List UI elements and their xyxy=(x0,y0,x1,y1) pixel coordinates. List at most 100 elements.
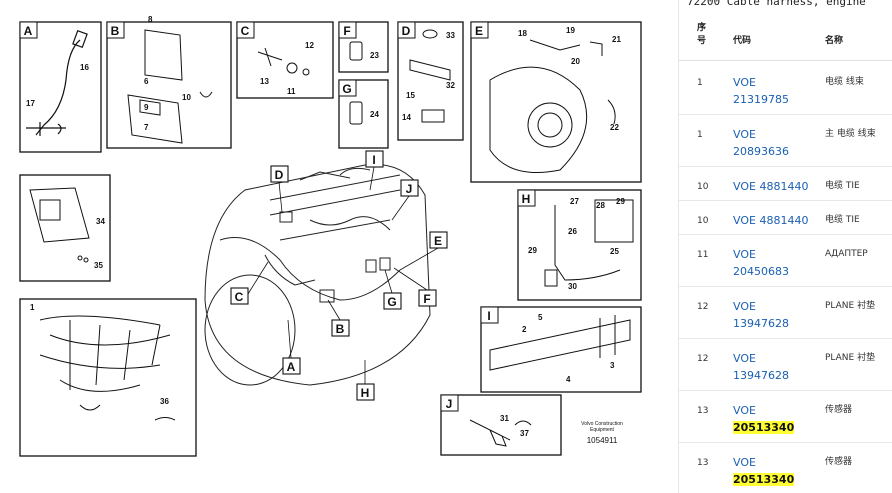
box-letter-j: J xyxy=(446,397,453,411)
box-letter-h: H xyxy=(522,192,531,206)
engine-tag-j: J xyxy=(406,182,413,196)
engine-tag-a: A xyxy=(287,360,296,374)
callout-29b: 29 xyxy=(528,246,537,255)
engine-tag-c: C xyxy=(235,290,244,304)
header-name: 名称 xyxy=(825,36,844,46)
part-code-number: 13947628 xyxy=(733,369,789,382)
part-code-prefix: VOE xyxy=(733,180,756,193)
callout-1: 1 xyxy=(30,303,35,312)
part-code-number: 20450683 xyxy=(733,265,789,278)
sensor-drawing-a xyxy=(26,29,88,136)
part-name: 电缆 TIE xyxy=(825,215,860,225)
housing-drawing-e xyxy=(489,39,616,173)
exploded-view-drawing: A B C F G D E H I J xyxy=(19,15,642,457)
header-code: 代码 xyxy=(733,36,752,46)
detail-box-a xyxy=(19,21,102,153)
part-code-link[interactable]: VOE 20513340 xyxy=(733,454,803,488)
box-letter-b: B xyxy=(111,24,120,38)
part-name: 传感器 xyxy=(825,405,853,415)
callout-3: 3 xyxy=(610,361,615,370)
engine-diagram xyxy=(204,163,431,386)
callout-21: 21 xyxy=(612,35,621,44)
row-qty: 13 xyxy=(697,458,709,468)
harness-drawing-1 xyxy=(39,315,176,421)
callout-33: 33 xyxy=(446,31,455,40)
box-letter-d: D xyxy=(402,24,411,38)
detail-box-d xyxy=(397,21,464,141)
callout-30: 30 xyxy=(568,282,577,291)
callout-2: 2 xyxy=(522,325,527,334)
engine-tag-b: B xyxy=(336,322,345,336)
row-qty: 12 xyxy=(697,354,709,364)
row-qty: 12 xyxy=(697,302,709,312)
bracket-drawing-b xyxy=(127,29,213,144)
part-code-number: 21319785 xyxy=(733,93,789,106)
part-code-link[interactable]: VOE 20513340 xyxy=(733,402,803,436)
table-row: 13 VOE 20513340 传感器 xyxy=(679,390,892,443)
part-name: 电缆 TIE xyxy=(825,181,860,191)
part-code-number: 20893636 xyxy=(733,145,789,158)
header-seq-1: 序 xyxy=(697,23,707,33)
detail-box-i xyxy=(480,306,642,393)
detail-box-e xyxy=(470,21,642,183)
detail-box-1 xyxy=(19,298,197,457)
part-code-link[interactable]: VOE 4881440 xyxy=(733,212,823,229)
callout-36: 36 xyxy=(160,397,169,406)
callout-10: 10 xyxy=(182,93,191,102)
detail-box-g xyxy=(338,79,389,149)
part-name: 电缆 线束 xyxy=(825,77,864,87)
detail-box-f xyxy=(338,21,389,73)
callout-15: 15 xyxy=(406,91,415,100)
part-code-prefix: VOE xyxy=(733,248,756,261)
callout-17: 17 xyxy=(26,99,35,108)
part-code-prefix: VOE xyxy=(733,404,756,417)
detail-box-b xyxy=(106,21,232,149)
engine-tag-f: F xyxy=(423,292,430,306)
callout-26: 26 xyxy=(568,227,577,236)
callout-31: 31 xyxy=(500,414,509,423)
row-qty: 11 xyxy=(697,250,709,260)
callout-25: 25 xyxy=(610,247,619,256)
callout-12: 12 xyxy=(305,41,314,50)
callout-7: 7 xyxy=(144,123,149,132)
part-code-number: 20513340 xyxy=(733,473,795,486)
footer-id: 1054911 xyxy=(587,436,618,445)
sensor-drawing-d xyxy=(409,29,451,123)
callout-6: 6 xyxy=(144,77,149,86)
callout-28: 28 xyxy=(596,201,605,210)
part-code-link[interactable]: VOE 4881440 xyxy=(733,178,823,195)
part-code-prefix: VOE xyxy=(733,352,756,365)
sensor-drawing-h xyxy=(544,199,634,287)
callout-27: 27 xyxy=(570,197,579,206)
engine-tag-h: H xyxy=(361,386,370,400)
row-qty: 1 xyxy=(697,78,703,88)
detail-box-c xyxy=(236,21,334,99)
callout-22: 22 xyxy=(610,123,619,132)
part-code-number: 13947628 xyxy=(733,317,789,330)
engine-tag-e: E xyxy=(434,234,442,248)
part-code-prefix: VOE xyxy=(733,456,756,469)
part-code-number: 20513340 xyxy=(733,421,795,434)
callout-4: 4 xyxy=(566,375,571,384)
callout-16: 16 xyxy=(80,63,89,72)
table-row: 12 VOE 13947628 PLANE 衬垫 xyxy=(679,338,892,391)
callout-23: 23 xyxy=(370,51,379,60)
sensor-drawing-c xyxy=(257,47,310,76)
part-code-link[interactable]: VOE 13947628 xyxy=(733,350,803,384)
box-letter-e: E xyxy=(475,24,483,38)
part-name: PLANE 衬垫 xyxy=(825,353,876,363)
header-seq-2: 号 xyxy=(697,36,707,46)
callout-13: 13 xyxy=(260,77,269,86)
part-code-link[interactable]: VOE 20450683 xyxy=(733,246,803,280)
part-code-number: 4881440 xyxy=(759,214,809,227)
footer-caption-2: Equipment xyxy=(590,427,615,433)
box-letter-c: C xyxy=(241,24,250,38)
row-qty: 13 xyxy=(697,406,709,416)
